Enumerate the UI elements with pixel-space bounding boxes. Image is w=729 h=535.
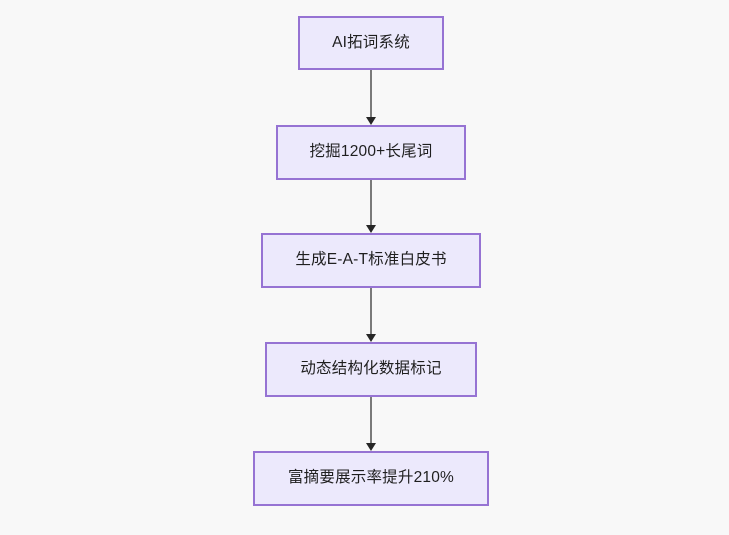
- edge-line: [370, 70, 372, 117]
- arrowhead-icon: [366, 334, 376, 342]
- arrowhead-icon: [366, 117, 376, 125]
- flowchart-node-1[interactable]: AI拓词系统: [298, 16, 444, 70]
- flowchart-node-2-label: 挖掘1200+长尾词: [309, 143, 433, 161]
- arrowhead-icon: [366, 225, 376, 233]
- flowchart-node-2[interactable]: 挖掘1200+长尾词: [276, 125, 466, 180]
- flowchart-node-4[interactable]: 动态结构化数据标记: [265, 342, 477, 397]
- flowchart-node-1-label: AI拓词系统: [332, 33, 410, 51]
- flowchart-node-5[interactable]: 富摘要展示率提升210%: [253, 451, 489, 506]
- edge-node-3-to-node-4: [364, 288, 378, 342]
- edge-line: [370, 288, 372, 334]
- edge-node-1-to-node-2: [364, 70, 378, 125]
- flowchart-node-5-label: 富摘要展示率提升210%: [287, 469, 455, 487]
- edge-line: [370, 180, 372, 225]
- flowchart-node-3[interactable]: 生成E-A-T标准白皮书: [261, 233, 481, 288]
- flowchart-node-4-label: 动态结构化数据标记: [300, 360, 442, 378]
- edge-node-4-to-node-5: [364, 397, 378, 451]
- arrowhead-icon: [366, 443, 376, 451]
- flowchart-node-3-label: 生成E-A-T标准白皮书: [295, 251, 447, 269]
- edge-node-2-to-node-3: [364, 180, 378, 233]
- edge-line: [370, 397, 372, 443]
